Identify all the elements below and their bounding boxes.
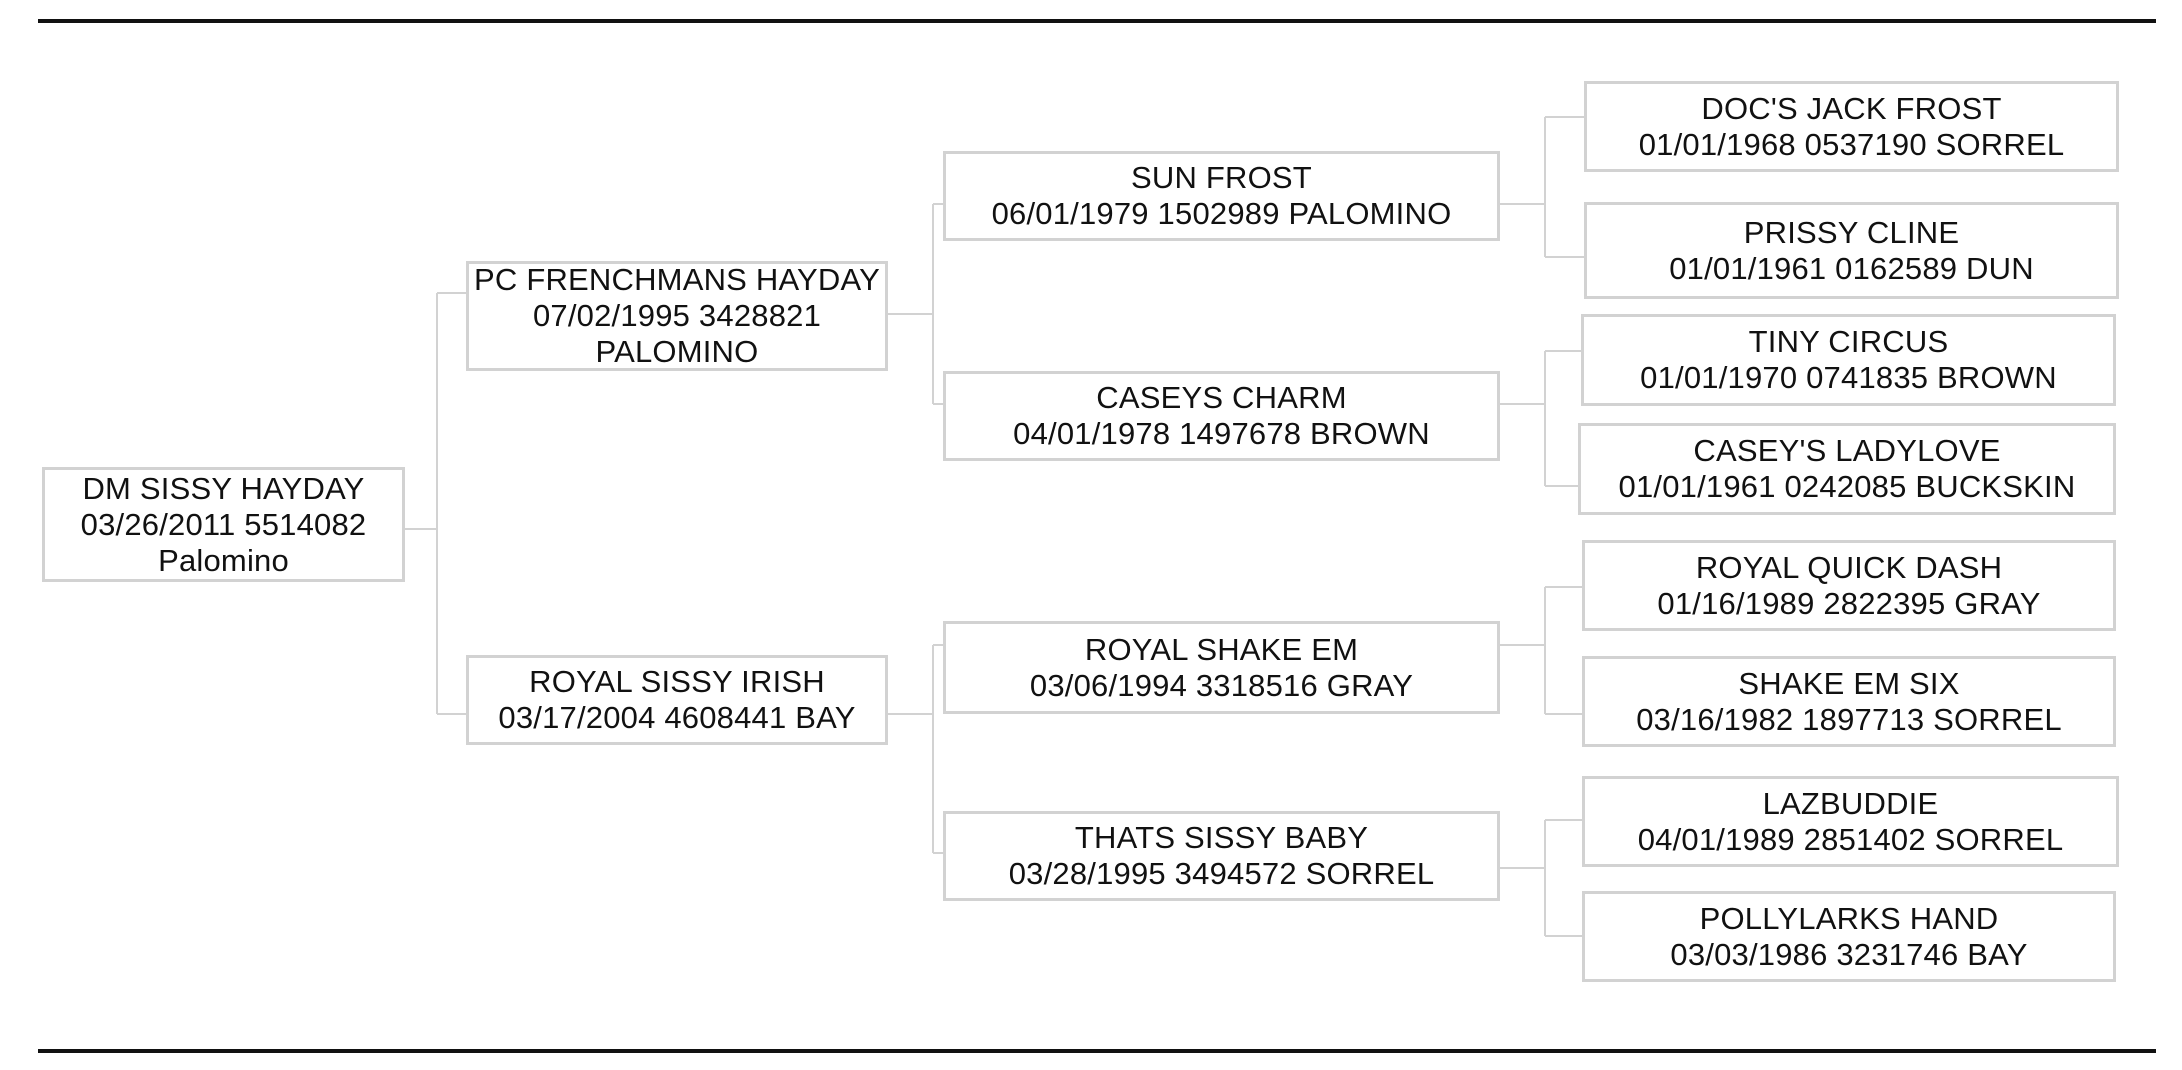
dds-box[interactable]: LAZBUDDIE 04/01/1989 2851402 SORREL <box>1582 776 2119 867</box>
horse-name: DM SISSY HAYDAY <box>82 470 365 506</box>
dam-box[interactable]: ROYAL SISSY IRISH 03/17/2004 4608441 BAY <box>466 655 888 745</box>
horse-name: THATS SISSY BABY <box>1074 820 1369 855</box>
horse-name: TINY CIRCUS <box>1748 324 1949 359</box>
sire-box[interactable]: PC FRENCHMANS HAYDAY 07/02/1995 3428821 … <box>466 261 888 371</box>
horse-registration: 01/01/1961 0242085 BUCKSKIN <box>1618 469 2076 504</box>
ddd-box[interactable]: POLLYLARKS HAND 03/03/1986 3231746 BAY <box>1582 891 2116 982</box>
horse-registration: 01/01/1961 0162589 DUN <box>1669 250 2034 286</box>
horse-name: ROYAL SHAKE EM <box>1084 631 1359 667</box>
horse-name: PC FRENCHMANS HAYDAY <box>474 262 880 297</box>
horse-registration: 03/16/1982 1897713 SORREL <box>1636 701 2062 737</box>
horse-name: ROYAL QUICK DASH <box>1695 549 2003 585</box>
bottom-rule <box>38 1049 2156 1053</box>
horse-name: PRISSY CLINE <box>1743 214 1960 250</box>
horse-name: ROYAL SISSY IRISH <box>529 664 825 699</box>
horse-registration: 03/26/2011 5514082 <box>80 506 367 542</box>
dsd-box[interactable]: SHAKE EM SIX 03/16/1982 1897713 SORREL <box>1582 656 2116 747</box>
horse-registration: 03/03/1986 3231746 BAY <box>1670 936 2028 972</box>
horse-name: CASEYS CHARM <box>1096 380 1347 415</box>
horse-name: CASEY'S LADYLOVE <box>1693 433 2001 468</box>
horse-registration: 03/28/1995 3494572 SORREL <box>1008 856 1435 891</box>
dam-sire-box[interactable]: ROYAL SHAKE EM 03/06/1994 3318516 GRAY <box>943 621 1500 714</box>
horse-registration: 01/01/1970 0741835 BROWN <box>1640 360 2057 395</box>
sss-box[interactable]: DOC'S JACK FROST 01/01/1968 0537190 SORR… <box>1584 81 2119 172</box>
horse-registration: 03/17/2004 4608441 BAY <box>498 700 856 735</box>
sds-box[interactable]: TINY CIRCUS 01/01/1970 0741835 BROWN <box>1581 314 2116 406</box>
top-rule <box>38 19 2156 23</box>
dss-box[interactable]: ROYAL QUICK DASH 01/16/1989 2822395 GRAY <box>1582 540 2116 631</box>
sire-sire-box[interactable]: SUN FROST 06/01/1979 1502989 PALOMINO <box>943 151 1500 241</box>
horse-name: SHAKE EM SIX <box>1738 665 1960 701</box>
horse-name: POLLYLARKS HAND <box>1699 900 1999 936</box>
horse-registration: 03/06/1994 3318516 GRAY <box>1029 667 1414 703</box>
sdd-box[interactable]: CASEY'S LADYLOVE 01/01/1961 0242085 BUCK… <box>1578 423 2116 515</box>
subject-horse-box[interactable]: DM SISSY HAYDAY 03/26/2011 5514082 Palom… <box>42 467 405 582</box>
horse-name: LAZBUDDIE <box>1762 785 1939 821</box>
ssd-box[interactable]: PRISSY CLINE 01/01/1961 0162589 DUN <box>1584 202 2119 299</box>
horse-registration: 04/01/1989 2851402 SORREL <box>1637 821 2064 857</box>
horse-color: PALOMINO <box>595 334 759 369</box>
horse-name: DOC'S JACK FROST <box>1701 90 2002 126</box>
dam-dam-box[interactable]: THATS SISSY BABY 03/28/1995 3494572 SORR… <box>943 811 1500 901</box>
horse-registration: 06/01/1979 1502989 PALOMINO <box>991 196 1452 231</box>
horse-color: Palomino <box>158 542 289 578</box>
sire-dam-box[interactable]: CASEYS CHARM 04/01/1978 1497678 BROWN <box>943 371 1500 461</box>
horse-registration: 01/16/1989 2822395 GRAY <box>1657 585 2041 621</box>
horse-registration: 07/02/1995 3428821 <box>532 298 822 333</box>
horse-registration: 01/01/1968 0537190 SORREL <box>1638 126 2065 162</box>
horse-registration: 04/01/1978 1497678 BROWN <box>1013 416 1430 451</box>
horse-name: SUN FROST <box>1131 160 1312 195</box>
